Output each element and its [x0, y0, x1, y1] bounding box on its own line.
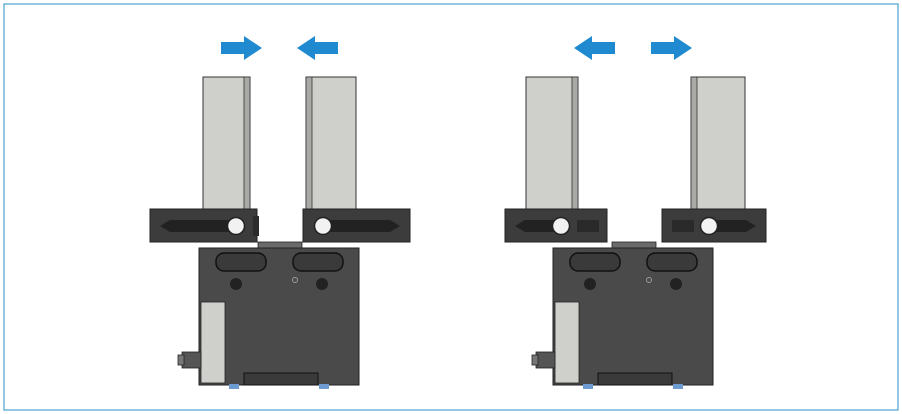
finger-plate-left	[149, 208, 259, 243]
arrow-right-icon	[221, 36, 262, 60]
figure-frame	[3, 3, 899, 411]
finger-plate-right	[302, 208, 411, 243]
arrow-left-icon	[574, 36, 615, 60]
gripper-body	[177, 241, 360, 389]
finger-plate-left	[504, 208, 608, 243]
jaw-right	[305, 76, 357, 211]
arrow-right-icon	[651, 36, 692, 60]
gripper-closing	[149, 36, 411, 389]
jaw-left	[525, 76, 579, 211]
gripper-body	[531, 241, 714, 389]
arrow-left-icon	[297, 36, 338, 60]
gripper-opening	[504, 36, 767, 389]
jaw-left	[202, 76, 251, 211]
finger-plate-right	[661, 208, 767, 243]
jaw-right	[690, 76, 746, 211]
